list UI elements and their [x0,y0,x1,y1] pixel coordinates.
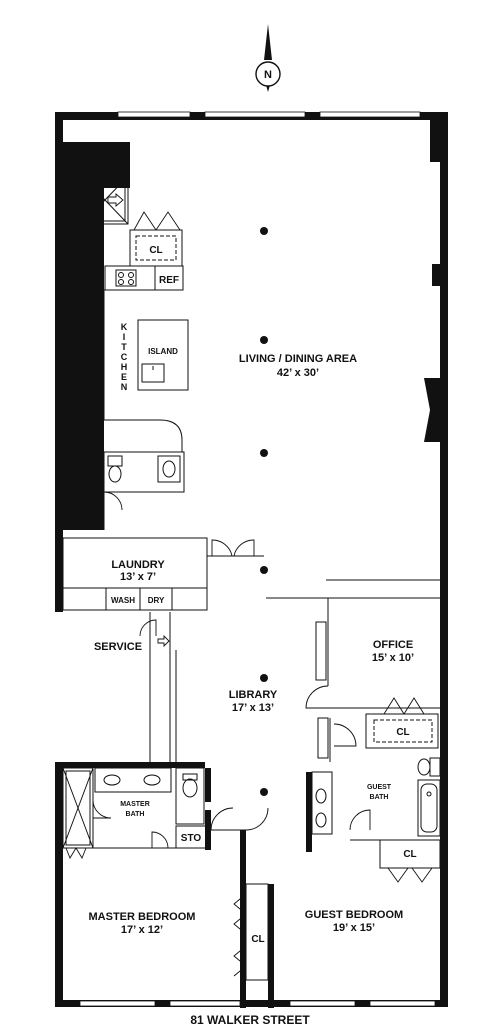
guest-closet: CL [379,839,441,883]
svg-text:C: C [121,352,128,362]
laundry-size: 13’ x 7’ [120,571,156,583]
storage-label: STO [181,833,202,844]
svg-text:E: E [121,372,127,382]
washer-label: WASH [111,596,135,605]
laundry-name: LAUNDRY [111,559,165,571]
dw-label: DW [85,350,102,361]
bottom-windows [79,1000,436,1007]
office-closet-label: CL [396,727,409,738]
library-size: 17’ x 13’ [232,702,274,714]
top-windows [117,111,421,118]
structural-columns [260,227,268,796]
address-caption: 81 WALKER STREET [190,1013,310,1027]
laundry-room: WASH DRY LAUNDRY 13’ x 7’ [62,537,264,611]
kitchen-closet-label: CL [149,245,162,256]
guest-bath-line2: BATH [370,794,389,801]
bedroom-partitions [205,768,312,1008]
guest-bath: GUEST BATH [311,757,441,841]
guest-bedroom-name: GUEST BEDROOM [305,909,403,921]
svg-text:I: I [123,332,126,342]
living-dining-size: 42’ x 30’ [277,367,319,379]
guest-closet-label: CL [403,849,416,860]
master-bedroom-size: 17’ x 12’ [121,924,163,936]
service-label: SERVICE [94,641,142,653]
master-bath: MASTER BATH STO [62,767,207,860]
master-bath-line2: BATH [126,811,145,818]
master-bedroom-name: MASTER BEDROOM [89,911,196,923]
guest-bath-line1: GUEST [367,784,392,791]
master-closet: CL [233,883,269,981]
svg-text:T: T [121,342,127,352]
office-name: OFFICE [373,639,413,651]
master-bath-line1: MASTER [120,801,150,808]
ref-label: REF [159,275,179,286]
living-dining-name: LIVING / DINING AREA [239,353,357,365]
island-label: ISLAND [148,347,178,356]
dryer-label: DRY [148,596,165,605]
svg-text:K: K [121,322,128,332]
kitchen-area: CL REF DW ISLAND K I T C H E N [81,175,189,452]
kitchen-vertical-label: K I T C H E N [121,322,128,392]
compass-letter: N [264,69,272,81]
master-closet-label: CL [251,934,264,945]
right-wall-features [424,120,440,442]
office-size: 15’ x 10’ [372,652,414,664]
library-room: LIBRARY 17’ x 13’ [229,689,357,762]
library-name: LIBRARY [229,689,278,701]
powder-room [103,451,185,530]
guest-bedroom-size: 19’ x 15’ [333,922,375,934]
svg-text:N: N [121,382,128,392]
office-room: OFFICE 15’ x 10’ CL [266,579,440,749]
svg-text:H: H [121,362,128,372]
service-hall: SERVICE [94,612,177,762]
north-compass-icon: N [255,24,281,92]
